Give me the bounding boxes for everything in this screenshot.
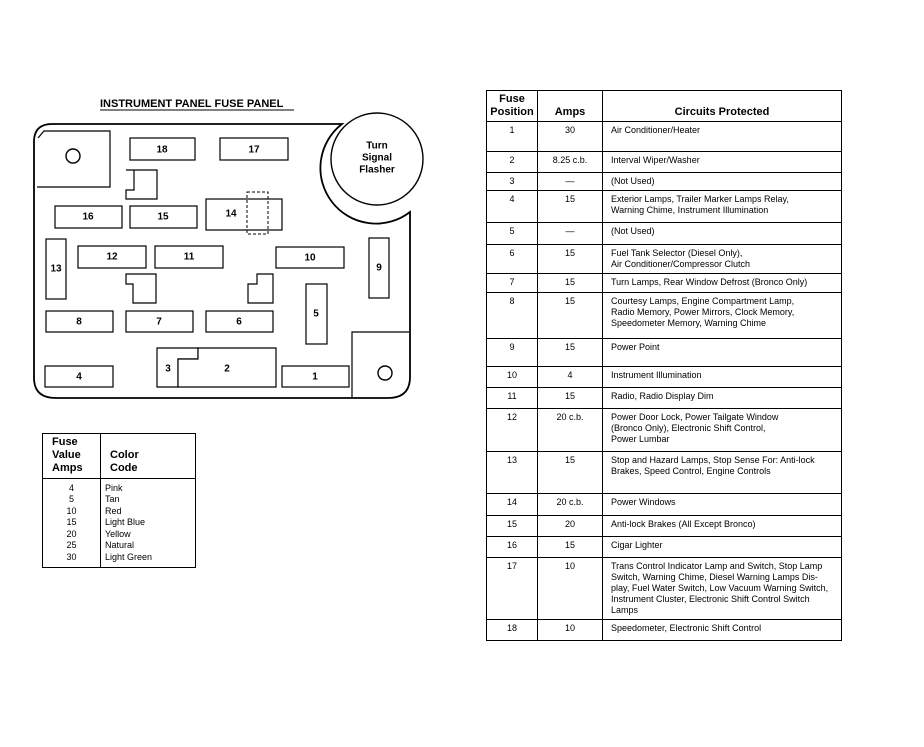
table-row: 10 4 Instrument Illumination xyxy=(486,366,842,389)
table-row: 20 Yellow xyxy=(42,528,196,541)
flasher-label-line: Flasher xyxy=(359,165,395,176)
fuse-12 xyxy=(77,245,147,269)
fuse-18-label: 18 xyxy=(156,145,168,156)
table-row: 1 30 Air Conditioner/Heater xyxy=(486,121,842,153)
table-row: 2 8.25 c.b. Interval Wiper/Washer xyxy=(486,151,842,174)
fuse-13 xyxy=(45,238,67,300)
fuse-13-label: 13 xyxy=(50,264,62,275)
fuse-7 xyxy=(125,310,194,333)
table-row: 16 15 Cigar Lighter xyxy=(486,536,842,559)
table-row: 25 Natural xyxy=(42,540,196,552)
table-row: 14 20 c.b. Power Windows xyxy=(486,493,842,517)
table-row: 17 10 Trans Control Indicator Lamp and S… xyxy=(486,557,842,621)
fuse-10 xyxy=(275,246,345,269)
table-row: 7 15 Turn Lamps, Rear Window Defrost (Br… xyxy=(486,273,842,294)
fuse-15-label: 15 xyxy=(157,212,169,223)
table-row: 12 20 c.b. Power Door Lock, Power Tailga… xyxy=(486,408,842,453)
relay-outline xyxy=(247,273,274,304)
relay-outline xyxy=(125,169,158,200)
header-fuse-value-amps: Fuse Value Amps xyxy=(42,433,101,479)
mounting-hole xyxy=(377,365,393,381)
fuse-17-label: 17 xyxy=(248,145,260,156)
fuse-color-code-table: Fuse Value Amps Color Code 4 Pink 5 Tan … xyxy=(42,433,196,569)
table-row: 4 Pink xyxy=(42,478,196,495)
circuits-protected-table: Fuse Position Amps Circuits Protected 1 … xyxy=(486,89,842,642)
table-row: 30 Light Green xyxy=(42,551,196,568)
fuse-16-label: 16 xyxy=(82,212,94,223)
flasher-label-line: Signal xyxy=(362,153,392,164)
fuse-2-label: 2 xyxy=(224,364,230,375)
fuse-4 xyxy=(44,365,114,388)
fuse-14-breaker-outline xyxy=(246,191,269,235)
table-row: 8 15 Courtesy Lamps, Engine Compartment … xyxy=(486,292,842,340)
fuse-4-label: 4 xyxy=(76,372,82,383)
panel-corner-notch xyxy=(37,130,111,188)
fuse-9-label: 9 xyxy=(376,263,382,274)
header-fuse-position: Fuse Position xyxy=(486,89,538,123)
panel-corner-notch-br xyxy=(351,331,409,398)
fuse-14 xyxy=(205,198,283,231)
turn-signal-flasher xyxy=(330,112,424,206)
table-row: 3 — (Not Used) xyxy=(486,172,842,192)
fuse-7-label: 7 xyxy=(156,317,162,328)
table-row: 10 Red xyxy=(42,505,196,518)
table-row: 11 15 Radio, Radio Display Dim xyxy=(486,387,842,410)
fuse-3-label: 3 xyxy=(165,364,171,375)
fuse-8 xyxy=(45,310,114,333)
fuse-11-label: 11 xyxy=(184,252,195,263)
fuse-6 xyxy=(205,310,274,333)
flasher-label-line: Turn xyxy=(366,141,387,152)
fuse-2 xyxy=(177,347,277,388)
fuse-8-label: 8 xyxy=(76,317,82,328)
fuse-1 xyxy=(281,365,350,388)
fuse-14-label: 14 xyxy=(225,209,237,220)
table-row: 5 Tan xyxy=(42,494,196,506)
fuse-5 xyxy=(305,283,328,345)
fuse-17 xyxy=(219,137,289,161)
panel-outline xyxy=(33,123,411,399)
panel-title: INSTRUMENT PANEL FUSE PANEL xyxy=(100,98,284,110)
fuse-16 xyxy=(54,205,123,229)
table-row: 4 15 Exterior Lamps, Trailer Marker Lamp… xyxy=(486,190,842,224)
fuse-18 xyxy=(129,137,196,161)
table-row: 9 15 Power Point xyxy=(486,338,842,368)
table-row: 18 10 Speedometer, Electronic Shift Cont… xyxy=(486,619,842,642)
fuse-5-label: 5 xyxy=(313,309,319,320)
table-row: 15 Light Blue xyxy=(42,517,196,529)
fuse-12-label: 12 xyxy=(106,252,118,263)
mounting-hole xyxy=(65,148,81,164)
fuse-11 xyxy=(154,245,224,269)
table-row: 5 — (Not Used) xyxy=(486,222,842,246)
fuse-1-label: 1 xyxy=(312,372,318,383)
relay-outline xyxy=(125,273,157,304)
header-circuits-protected: Circuits Protected xyxy=(602,89,842,123)
header-amps: Amps xyxy=(537,89,603,123)
table-row: 13 15 Stop and Hazard Lamps, Stop Sense … xyxy=(486,451,842,495)
table-row: 15 20 Anti-lock Brakes (All Except Bronc… xyxy=(486,515,842,538)
fuse-9 xyxy=(368,237,390,299)
fuse-6-label: 6 xyxy=(236,317,242,328)
header-color-code: Color Code xyxy=(100,433,196,479)
fuse-15 xyxy=(129,205,198,229)
fuse-10-label: 10 xyxy=(304,253,316,264)
table-row: 6 15 Fuel Tank Selector (Diesel Only), A… xyxy=(486,244,842,275)
